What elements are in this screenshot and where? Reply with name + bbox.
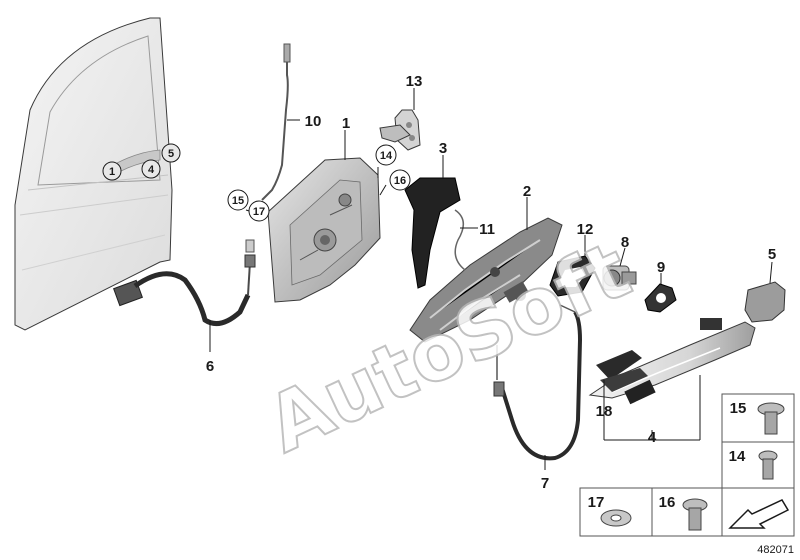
callout-12: 12 [577, 221, 594, 238]
callout-circled-14: 14 [380, 150, 393, 162]
legend-label-16: 16 [659, 494, 676, 511]
cable-6 [113, 239, 256, 327]
callout-circled-4: 4 [148, 164, 155, 176]
callout-8: 8 [621, 234, 629, 251]
callout-circled-5: 5 [168, 148, 174, 160]
callout-18: 18 [596, 403, 613, 420]
callout-10: 10 [305, 113, 322, 130]
rod-10-tip [283, 43, 291, 63]
legend-label-17: 17 [588, 494, 605, 511]
screw-15-icon [757, 402, 785, 435]
legend-label-14: 14 [729, 448, 746, 465]
screw-16-icon [682, 498, 708, 531]
callout-11: 11 [479, 221, 495, 238]
callout-6: 6 [206, 358, 214, 375]
bracket-13 [379, 109, 421, 151]
lock-cylinder-8 [602, 265, 637, 291]
callout-9: 9 [657, 259, 665, 276]
callout-circled-15: 15 [232, 195, 244, 207]
screw-14-icon [758, 450, 778, 480]
arrow-icon [728, 499, 790, 529]
end-cap-5 [744, 281, 786, 323]
bracket-3 [404, 177, 461, 289]
rod-10 [261, 45, 289, 201]
wire-11 [454, 209, 466, 271]
legend-boxes: 15 14 17 16 [579, 393, 795, 537]
washer-17-icon [600, 509, 632, 527]
callout-7: 7 [541, 475, 549, 492]
callout-5: 5 [768, 246, 776, 263]
document-number: 482071 [757, 544, 794, 556]
callout-4: 4 [648, 429, 657, 446]
handle-carrier-2 [409, 217, 563, 343]
number-callouts: 1 2 3 4 5 6 7 8 9 10 11 12 13 18 [206, 73, 776, 492]
callout-13: 13 [406, 73, 423, 90]
callout-circled-17: 17 [253, 206, 265, 218]
seal-9-hole [656, 293, 666, 303]
gasket-12 [549, 255, 596, 297]
callout-2: 2 [523, 183, 531, 200]
callout-1: 1 [342, 115, 350, 132]
callout-circled-16: 16 [394, 175, 406, 187]
circled-callouts: 1 4 5 14 15 16 17 [102, 143, 411, 222]
parts-18 [596, 350, 656, 405]
callout-circled-1: 1 [109, 166, 115, 178]
cable-7 [493, 304, 583, 461]
door-lock-1 [267, 157, 381, 303]
callout-3: 3 [439, 140, 447, 157]
legend-label-15: 15 [730, 400, 747, 417]
